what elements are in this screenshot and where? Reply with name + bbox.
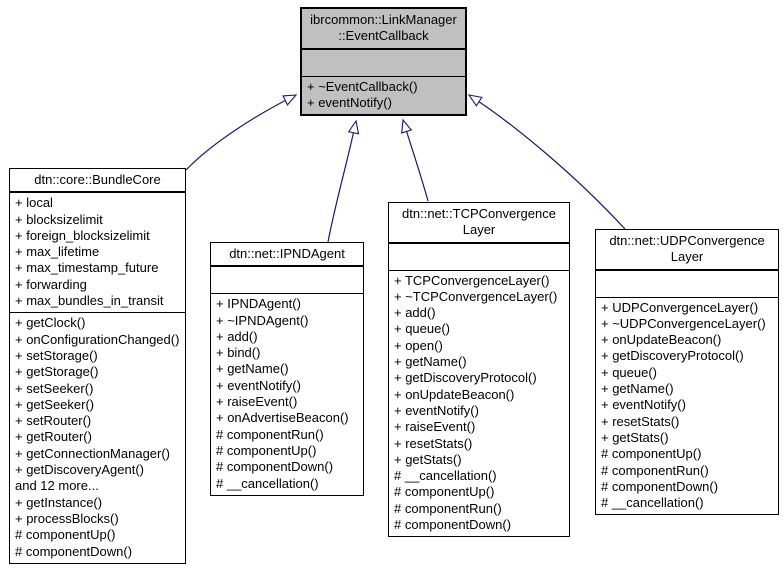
method: + getSeeker() [15,396,95,412]
method: + getName() [394,354,467,370]
edge-udpconvergencelayer-to-eventcallback [467,94,626,230]
edge-bundlecore-to-eventcallback [185,94,298,171]
class-title: ibrcommon::LinkManager::EventCallback [302,9,465,50]
method: + add() [216,328,258,344]
method: + setRouter() [15,413,92,429]
methods-compartment: + ~EventCallback()+ eventNotify() [302,77,465,115]
class-title-line: dtn::net::UDPConvergence [609,233,765,248]
method: + getStorage() [15,364,99,380]
method: + open() [394,337,443,353]
attribute: + max_lifetime [15,244,100,260]
method: # __cancellation() [216,475,319,491]
method: + UDPConvergenceLayer() [601,299,759,315]
methods-compartment: + IPNDAgent()+ ~IPNDAgent()+ add()+ bind… [211,294,363,495]
method: + eventNotify() [394,402,479,418]
method: + queue() [601,364,658,380]
method: + getName() [601,381,674,397]
method: + raiseEvent() [216,394,298,410]
attribute: + blocksizelimit [15,211,103,227]
methods-compartment: + UDPConvergenceLayer()+ ~UDPConvergence… [596,298,778,515]
method: + getDiscoveryAgent() [15,462,144,478]
method: + bind() [216,345,261,361]
method: # componentUp() [15,527,116,543]
attributes-compartment [302,50,465,77]
attribute: + max_bundles_in_transit [15,293,164,309]
attribute: + forwarding [15,276,87,292]
methods-compartment: + getClock()+ onConfigurationChanged()+ … [10,313,185,562]
attribute: + max_timestamp_future [15,260,159,276]
method: + resetStats() [601,413,680,429]
method: + eventNotify() [307,94,392,110]
method: + ~EventCallback() [307,78,418,94]
method: + getName() [216,361,289,377]
method: + eventNotify() [601,397,686,413]
class-title-line: dtn::net::IPNDAgent [229,246,345,261]
class-title-line: dtn::core::BundleCore [34,172,161,187]
method: # componentUp() [601,446,702,462]
method: + queue() [394,321,451,337]
method: + TCPConvergenceLayer() [394,272,550,288]
attribute: + local [15,195,53,211]
method: + getDiscoveryProtocol() [394,370,537,386]
class-title: dtn::net::IPNDAgent [211,243,363,268]
method: # componentUp() [216,442,317,458]
method: + getStats() [394,451,462,467]
method: # componentDown() [216,459,334,475]
method: and 12 more... [15,478,99,494]
attributes-compartment [211,267,363,295]
method: # componentRun() [216,426,324,442]
method: + setStorage() [15,347,98,363]
class-title-line: ::EventCallback [338,28,429,44]
class-title-line: Layer [462,222,496,238]
method: + setSeeker() [15,380,94,396]
method: + getClock() [15,315,86,331]
method: + onAdvertiseBeacon() [216,410,349,426]
attributes-compartment: + local+ blocksizelimit+ foreign_blocksi… [10,193,185,314]
method: + getInstance() [15,494,103,510]
attributes-compartment [596,271,778,298]
method: # __cancellation() [394,468,497,484]
edge-ipndagent-to-eventcallback [327,119,360,243]
method: + onConfigurationChanged() [15,331,180,347]
methods-compartment: + TCPConvergenceLayer()+ ~TCPConvergence… [389,271,569,537]
method: + eventNotify() [216,377,301,393]
method: # componentRun() [394,500,502,516]
method: # componentDown() [394,517,512,533]
class-box-ipndagent[interactable]: dtn::net::IPNDAgent + IPNDAgent()+ ~IPND… [210,242,364,496]
method: # componentDown() [15,543,133,559]
method: # componentRun() [601,462,709,478]
class-title-line: ibrcommon::LinkManager [310,12,457,27]
method: # componentUp() [394,484,495,500]
class-title-line: dtn::net::TCPConvergence [402,206,556,221]
class-title: dtn::core::BundleCore [10,169,185,194]
method: + onUpdateBeacon() [394,386,515,402]
edge-tcpconvergencelayer-to-eventcallback [401,118,429,202]
method: + getConnectionManager() [15,445,171,461]
method: + processBlocks() [15,510,119,526]
method: + onUpdateBeacon() [601,332,722,348]
method: + getDiscoveryProtocol() [601,348,744,364]
method: + ~IPNDAgent() [216,312,309,328]
attribute: + foreign_blocksizelimit [15,227,150,243]
attributes-compartment [389,244,569,271]
method: + ~TCPConvergenceLayer() [394,288,558,304]
method: + resetStats() [394,435,473,451]
class-title-line: Layer [670,249,704,265]
method: + add() [394,305,436,321]
method: + raiseEvent() [394,419,476,435]
class-box-eventcallback[interactable]: ibrcommon::LinkManager::EventCallback + … [300,7,467,117]
method: + getStats() [601,429,669,445]
method: + IPNDAgent() [216,296,301,312]
method: # componentDown() [601,478,719,494]
class-box-bundlecore[interactable]: dtn::core::BundleCore + local+ blocksize… [9,168,186,564]
method: + ~UDPConvergenceLayer() [601,315,766,331]
method: # __cancellation() [601,495,704,511]
method: + getRouter() [15,429,92,445]
